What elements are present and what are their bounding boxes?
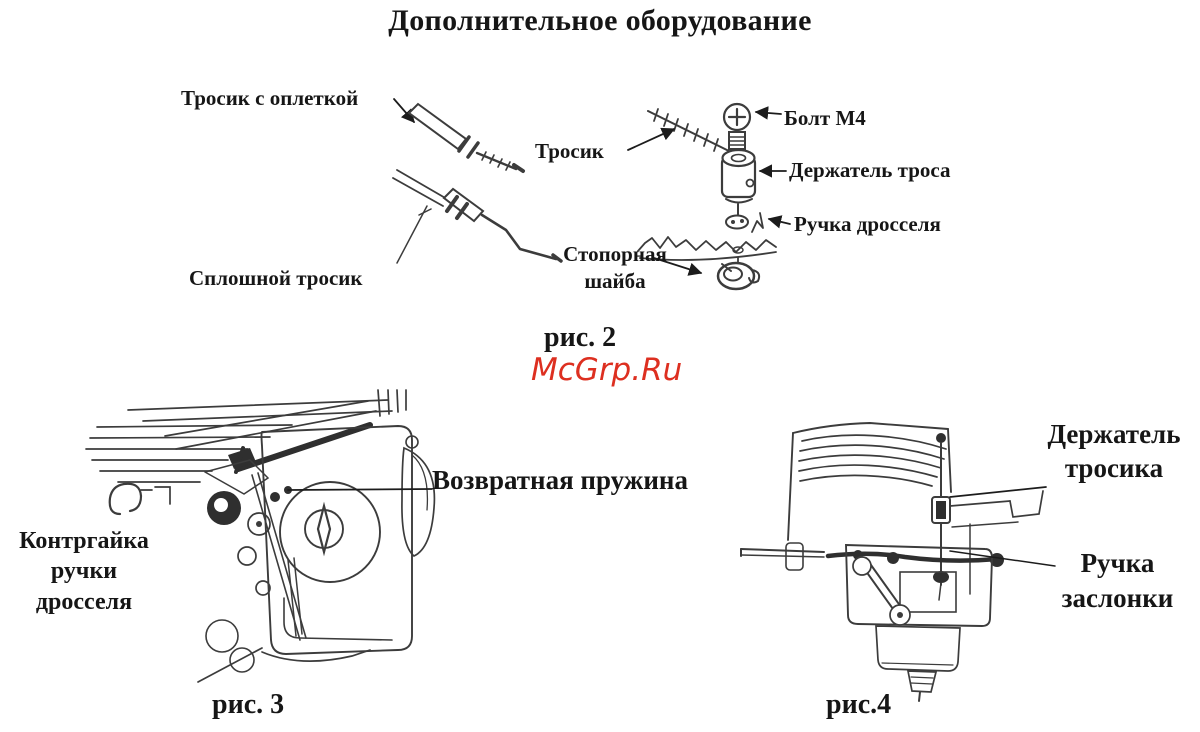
fig4-caption: рис.4 [826, 689, 892, 720]
fig2-cables-drawing [392, 98, 563, 264]
fig4-engine-drawing [740, 422, 1056, 702]
fig3-engine-drawing [85, 389, 436, 683]
label-cable-holder-fig4: Держатель тросика [1047, 419, 1181, 483]
watermark: McGrp.Ru [531, 352, 683, 388]
fig2-assembly-drawing [627, 102, 791, 291]
label-choke-handle: Ручка заслонки [1061, 548, 1174, 614]
label-throttle-locknut: Контргайка ручки дросселя [19, 528, 149, 615]
label-cable: Тросик [535, 139, 604, 163]
fig2-caption: рис. 2 [544, 322, 617, 353]
fig3-caption: рис. 3 [212, 689, 285, 720]
label-lock-washer: Стопорная шайба [563, 242, 667, 294]
label-bolt-m4: Болт М4 [784, 106, 866, 130]
label-cable-holder: Держатель троса [789, 158, 951, 182]
label-throttle-handle: Ручка дросселя [794, 212, 941, 236]
label-return-spring: Возвратная пружина [432, 465, 688, 495]
label-braided-cable: Тросик с оплеткой [181, 86, 359, 110]
label-solid-cable: Сплошной тросик [189, 266, 363, 290]
page-title: Дополнительное оборудование [388, 4, 812, 37]
